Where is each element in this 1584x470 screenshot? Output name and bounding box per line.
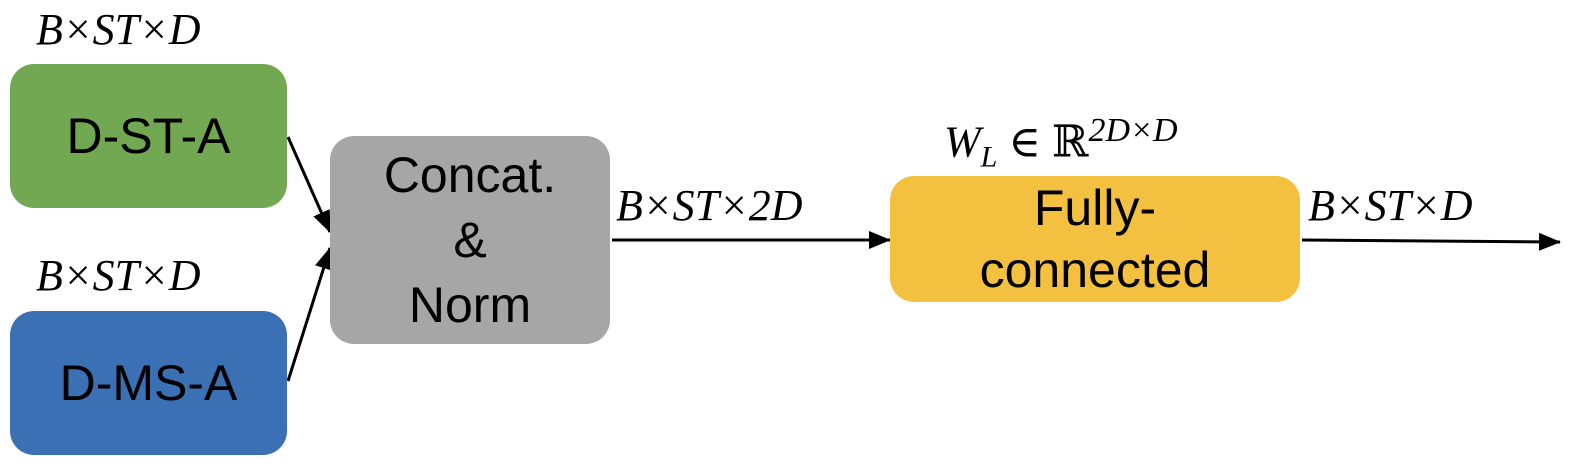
concat-label-line-2: & — [453, 211, 487, 268]
concat-output-dimension-label: B×ST×2D — [616, 181, 803, 230]
dsta-dimension-label: B×ST×D — [36, 5, 201, 54]
weight-subscript: L — [980, 140, 998, 174]
fc-label-line-1: Fully- — [1033, 179, 1157, 236]
dsta-label: D-ST-A — [66, 107, 231, 164]
fc-label-line-2: connected — [979, 242, 1211, 298]
fc-output-dimension-label: B×ST×D — [1308, 181, 1473, 230]
arrow-dsta-to-concat — [286, 136, 332, 233]
fully-connected-box: Fully- connected — [890, 176, 1300, 302]
arrow-dmsa-to-concat — [286, 247, 333, 382]
arrow-fc-output — [1301, 232, 1561, 251]
weight-superscript: 2D×D — [1088, 112, 1178, 149]
dmsa-label: D-MS-A — [59, 354, 238, 411]
concat-label-line-1: Concat. — [383, 146, 557, 203]
weight-set-symbol: ∈ ℝ — [997, 117, 1089, 167]
concat-norm-box: Concat. & Norm — [330, 136, 610, 344]
dmsa-dimension-label: B×ST×D — [36, 251, 201, 300]
concat-label-line-3: Norm — [408, 276, 532, 333]
weight-label: WL ∈ ℝ2D×D — [944, 114, 1178, 172]
weight-symbol: W — [944, 117, 981, 167]
dmsa-box: D-MS-A — [10, 311, 287, 455]
dsta-box: D-ST-A — [10, 64, 287, 208]
